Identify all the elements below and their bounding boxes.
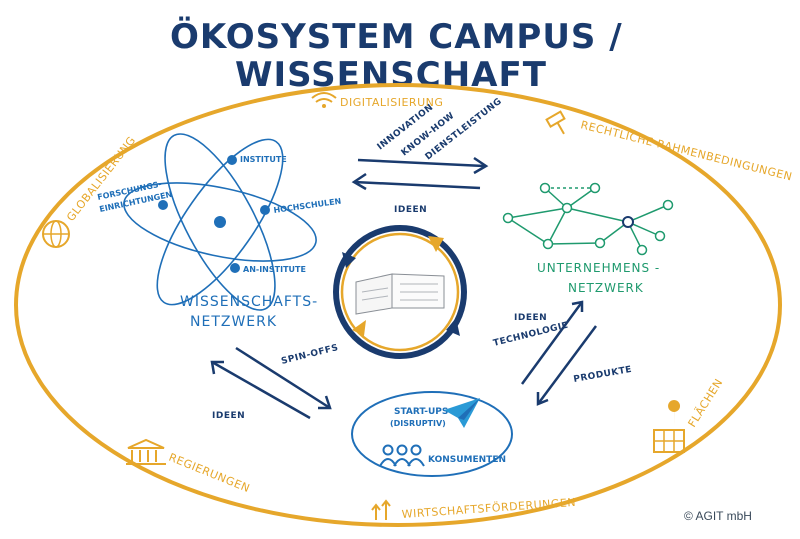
map-pin-icon (653, 400, 685, 453)
label-rechtliche: RECHTLICHE RAHMENBEDINGUNGEN (579, 118, 793, 183)
label-ideen-left: IDEEN (212, 411, 245, 421)
title-line-1: ÖKOSYSTEM CAMPUS / (170, 16, 623, 57)
atom-network (123, 133, 317, 311)
center-cycle (333, 225, 467, 359)
arrow-spinoffs (235, 346, 331, 410)
label-disruptiv: (DISRUPTIV) (390, 419, 446, 428)
right-arrows (520, 300, 598, 406)
topic-wirtschaftsfoerderungen: WIRTSCHAFTSFÖRDERUNGEN (371, 496, 576, 521)
title-line-2: WISSENSCHAFT (235, 55, 547, 95)
arrow-ideen-left-head (210, 360, 224, 375)
wifi-icon (311, 92, 337, 108)
globe-icon (42, 220, 70, 248)
government-building-icon (126, 438, 166, 465)
atom-core (214, 216, 226, 228)
topic-rechtliche: RECHTLICHE RAHMENBEDINGUNGEN (545, 110, 794, 184)
label-startups: START-UPS (394, 407, 448, 417)
left-arrows (210, 346, 332, 420)
label-ideen-top: IDEEN (394, 205, 427, 215)
topic-digitalisierung: DIGITALISIERUNG (311, 92, 443, 109)
arrow-produkte (536, 325, 598, 405)
label-konsumenten: KONSUMENTEN (428, 455, 506, 465)
company-network (502, 182, 674, 256)
label-unternehmensnetzwerk-1: UNTERNEHMENS - (537, 261, 660, 275)
label-spinoffs: SPIN-OFFS (280, 343, 339, 367)
cycle-arrow-3 (352, 320, 366, 336)
node-institute (227, 155, 237, 165)
arrow-to-science-head (351, 172, 367, 191)
arrow-produkte-head (536, 392, 549, 406)
node-forschung (158, 200, 168, 210)
label-institute: INSTITUTE (240, 155, 287, 164)
label-produkte: PRODUKTE (573, 365, 633, 385)
label-regierungen: REGIERUNGEN (167, 451, 252, 495)
arrow-ideen-technologie (520, 301, 584, 385)
arrow-ideen-left (211, 360, 311, 420)
copyright-text: © AGIT mbH (684, 509, 752, 523)
ecosystem-ellipse (14, 83, 782, 527)
startups-ellipse (351, 391, 513, 477)
top-arrows (351, 156, 489, 191)
label-hochschulen: HOCHSCHULEN (273, 197, 342, 215)
label-wissenschaftsnetzwerk-1: WISSENSCHAFTS- (180, 294, 318, 310)
label-ideen-right: IDEEN (514, 313, 547, 323)
arrow-ideen-technologie-head (571, 300, 584, 312)
label-an-institute: AN-INSTITUTE (243, 265, 306, 274)
label-digitalisierung: DIGITALISIERUNG (340, 96, 443, 109)
cycle-arrow-1 (428, 236, 444, 252)
cycle-arrow-4 (342, 252, 356, 268)
gavel-icon (545, 110, 566, 135)
label-unternehmensnetzwerk-2: NETZWERK (568, 281, 644, 295)
paper-plane-icon (444, 398, 480, 428)
arrow-to-science (353, 180, 481, 190)
label-wissenschaftsnetzwerk-2: NETZWERK (190, 314, 277, 330)
cycle-arrow-2 (446, 318, 460, 336)
node-an-institute (230, 263, 240, 273)
campus-buildings-icon (355, 273, 445, 315)
arrow-to-company-head (473, 156, 489, 175)
arrow-to-company (357, 158, 485, 168)
growth-arrows-icon (371, 499, 391, 520)
arrow-spinoffs-head (318, 395, 332, 410)
consumers-icon (379, 444, 425, 467)
topic-flaechen: FLÄCHEN (653, 376, 726, 453)
node-hochschulen (260, 205, 270, 215)
